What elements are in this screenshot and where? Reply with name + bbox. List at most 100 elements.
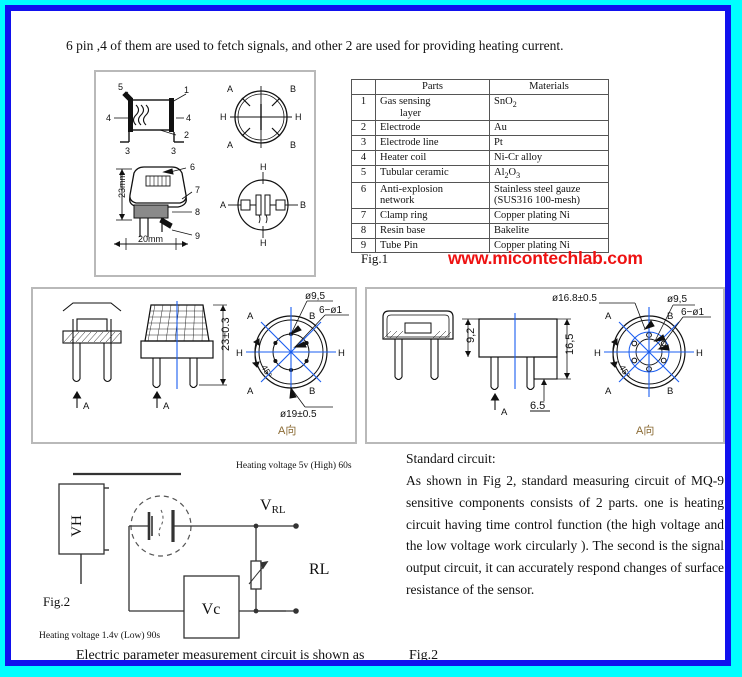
dim-right-h-right: H (696, 348, 703, 359)
row-material: Ni-Cr alloy (489, 149, 609, 166)
dim-left-circle-b-bot: B (309, 386, 315, 397)
dim-right-section-label: A向 (636, 423, 654, 437)
fig1-pin-b-top: B (290, 84, 296, 94)
table-row: 9 Tube Pin Copper plating Ni (351, 237, 609, 254)
dim-left-dia-outer: ø19±0.5 (280, 409, 317, 420)
table-row: 3 Electrode line Pt (351, 135, 609, 151)
header-parts: Parts (375, 79, 490, 95)
dim-right-hole-spec: 6−ø1 (681, 307, 705, 318)
datasheet-sheet: 6 pin ,4 of them are used to fetch signa… (11, 11, 725, 660)
row-material: Pt (489, 135, 609, 151)
table-row: 7 Clamp ring Copper plating Ni (351, 208, 609, 224)
heating-low-note: Heating voltage 1.4v (Low) 90s (39, 631, 161, 641)
fig1-dim-height: 23mm (117, 173, 127, 198)
dim-left-circle-a-top: A (247, 311, 254, 322)
fig1-callout-6: 6 (190, 162, 195, 172)
vc-label: Vc (202, 601, 221, 618)
table-row: 5 Tubular ceramic Al2O3 (351, 164, 609, 183)
dim-left-circle-a-bot: A (247, 386, 254, 397)
dim-left-view-a2: A (163, 401, 170, 412)
row-num: 2 (351, 120, 376, 136)
fig1-svg: 1 2 3 3 4 4 5 6 7 8 9 A A B B H H (106, 82, 306, 250)
fig1-bv-a: A (220, 200, 226, 210)
dim-right-overall: 16,5 (564, 334, 576, 355)
dimension-panel-left: A A 23±0.3 A A B B H H 45° ø9,5 6−ø1 ø19… (31, 287, 357, 444)
dim-right-dia-inner: ø9,5 (667, 294, 687, 305)
fig1-callout-1: 1 (184, 85, 189, 95)
row-material: Stainless steel gauze(SUS316 100-mesh) (489, 181, 609, 210)
row-num: 5 (351, 164, 376, 183)
row-material: Copper plating Ni (489, 208, 609, 224)
heating-high-note: Heating voltage 5v (High) 60s (236, 461, 352, 471)
dim-left-view-a1: A (83, 401, 90, 412)
fig1-callout-7: 7 (195, 185, 200, 195)
standard-circuit-block: Standard circuit: As shown in Fig 2, sta… (406, 448, 724, 601)
dim-left-height: 23±0.3 (220, 317, 232, 351)
row-material: SnO2 (489, 93, 609, 122)
table-header-row: Parts Materials (351, 79, 609, 95)
dim-right-circle-a-top: A (605, 311, 612, 322)
row-material: Bakelite (489, 222, 609, 239)
row-part: Electrode (375, 120, 490, 136)
dim-left-dia-inner: ø9,5 (305, 291, 325, 302)
standard-circuit-body: As shown in Fig 2, standard measuring ci… (406, 472, 724, 598)
fig1-pin-b-bot: B (290, 140, 296, 150)
row-num: 8 (351, 222, 376, 239)
dim-right-dia-outer: ø16.8±0.5 (552, 293, 597, 304)
fig1-bv-b: B (300, 200, 306, 210)
row-num: 1 (351, 93, 376, 122)
dim-right-circle-b-top: B (667, 311, 673, 322)
fig1-callout-8: 8 (195, 207, 200, 217)
row-num: 7 (351, 208, 376, 224)
table-row: 2 Electrode Au (351, 120, 609, 136)
row-material: Au (489, 120, 609, 136)
table-row: 8 Resin base Bakelite (351, 222, 609, 239)
dim-right-height: 9,2 (465, 328, 477, 343)
fig1-caption: Fig.1 (361, 251, 389, 266)
circuit-caption-fig: Fig.2 (409, 648, 439, 660)
dim-left-circle-b-top: B (309, 311, 315, 322)
vh-label: VH (69, 515, 85, 537)
fig1-callout-4b: 4 (186, 113, 191, 123)
header-num (351, 79, 376, 95)
fig1-pin-h-right: H (295, 112, 302, 122)
fig1-dim-width: 20mm (138, 234, 163, 244)
dim-right-circle-a-bot: A (605, 386, 612, 397)
dim-left-svg: A A 23±0.3 A A B B H H 45° ø9,5 6−ø1 ø19… (62, 291, 349, 437)
row-material: Al2O3 (489, 164, 609, 183)
rl-label: RL (309, 561, 329, 578)
fig1-callout-3b: 3 (171, 146, 176, 156)
fig1-pin-a-bot: A (227, 140, 233, 150)
fig1-callout-5: 5 (118, 82, 123, 92)
dimension-panel-right: 9,2 16,5 A 6.5 A A B B H H 45° ø16.8±0.5… (365, 287, 725, 444)
dim-right-h-left: H (594, 348, 601, 359)
table-row: 4 Heater coil Ni-Cr alloy (351, 149, 609, 166)
fig2-caption: Fig.2 (43, 594, 71, 609)
fig2-svg: VH Vc VRL RL (58, 472, 329, 639)
dim-left-h-left: H (236, 348, 243, 359)
dim-right-pin-dim: 6.5 (530, 400, 545, 412)
fig1-pin-h-left: H (220, 112, 227, 122)
circuit-caption: Electric parameter measurement circuit i… (76, 648, 365, 660)
fig1-callout-3a: 3 (125, 146, 130, 156)
row-num: 3 (351, 135, 376, 151)
header-materials: Materials (489, 79, 609, 95)
fig1-callout-4a: 4 (106, 113, 111, 123)
intro-text: 6 pin ,4 of them are used to fetch signa… (66, 38, 564, 53)
dim-right-circle-b-bot: B (667, 386, 673, 397)
row-part: Resin base (375, 222, 490, 239)
dim-left-section-label: A向 (278, 423, 296, 437)
row-part: Tubular ceramic (375, 164, 490, 183)
vrl-label: VRL (260, 497, 286, 516)
dim-left-h-right: H (338, 348, 345, 359)
row-num: 6 (351, 181, 376, 210)
row-part: Electrode line (375, 135, 490, 151)
fig1-callout-2: 2 (184, 130, 189, 140)
fig1-callout-9: 9 (195, 231, 200, 241)
fig2-circuit-diagram: VH Vc VRL RL (41, 466, 391, 641)
fig1-bv-h-bot: H (260, 238, 267, 248)
row-num: 4 (351, 149, 376, 166)
